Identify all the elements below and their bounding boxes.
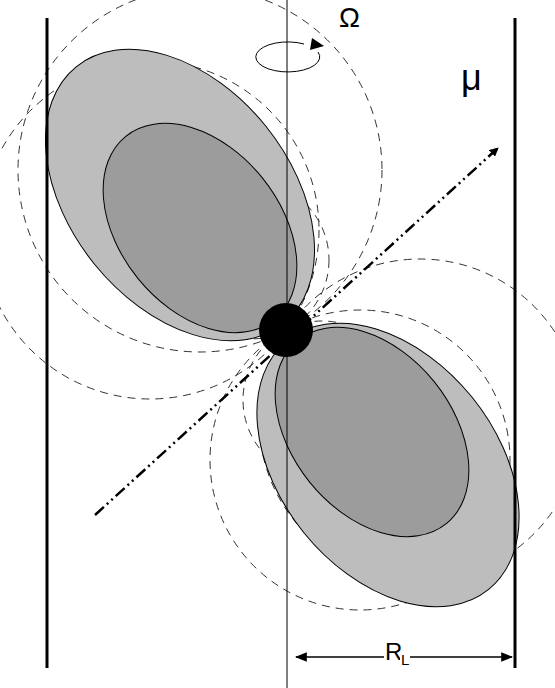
rotation-loop xyxy=(256,42,320,72)
neutron-star xyxy=(259,303,313,357)
mu-label: μ xyxy=(460,60,483,96)
magnetic-axis xyxy=(95,148,498,515)
radius-subscript: L xyxy=(400,652,410,667)
emission-lobes xyxy=(0,0,555,657)
light-cylinder-wall xyxy=(46,18,49,668)
rotation-arrowhead xyxy=(310,38,324,50)
light-cylinder-wall xyxy=(514,18,517,668)
omega-label: Ω xyxy=(338,4,361,32)
